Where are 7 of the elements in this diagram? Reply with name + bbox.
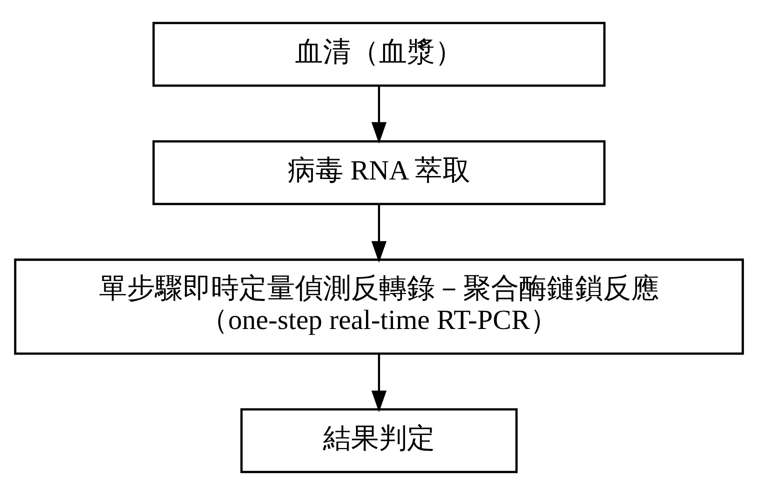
node-box: 血清（血漿） (152, 21, 606, 86)
node-box: 病毒 RNA 萃取 (152, 140, 606, 205)
node-box: 單步驟即時定量偵測反轉錄－聚合酶鏈鎖反應 （one-step real-time RT-PCR） (14, 258, 744, 354)
arrow (371, 204, 387, 262)
arrow (371, 86, 387, 144)
arrow (371, 354, 387, 412)
node-box: 結果判定 (240, 408, 518, 473)
